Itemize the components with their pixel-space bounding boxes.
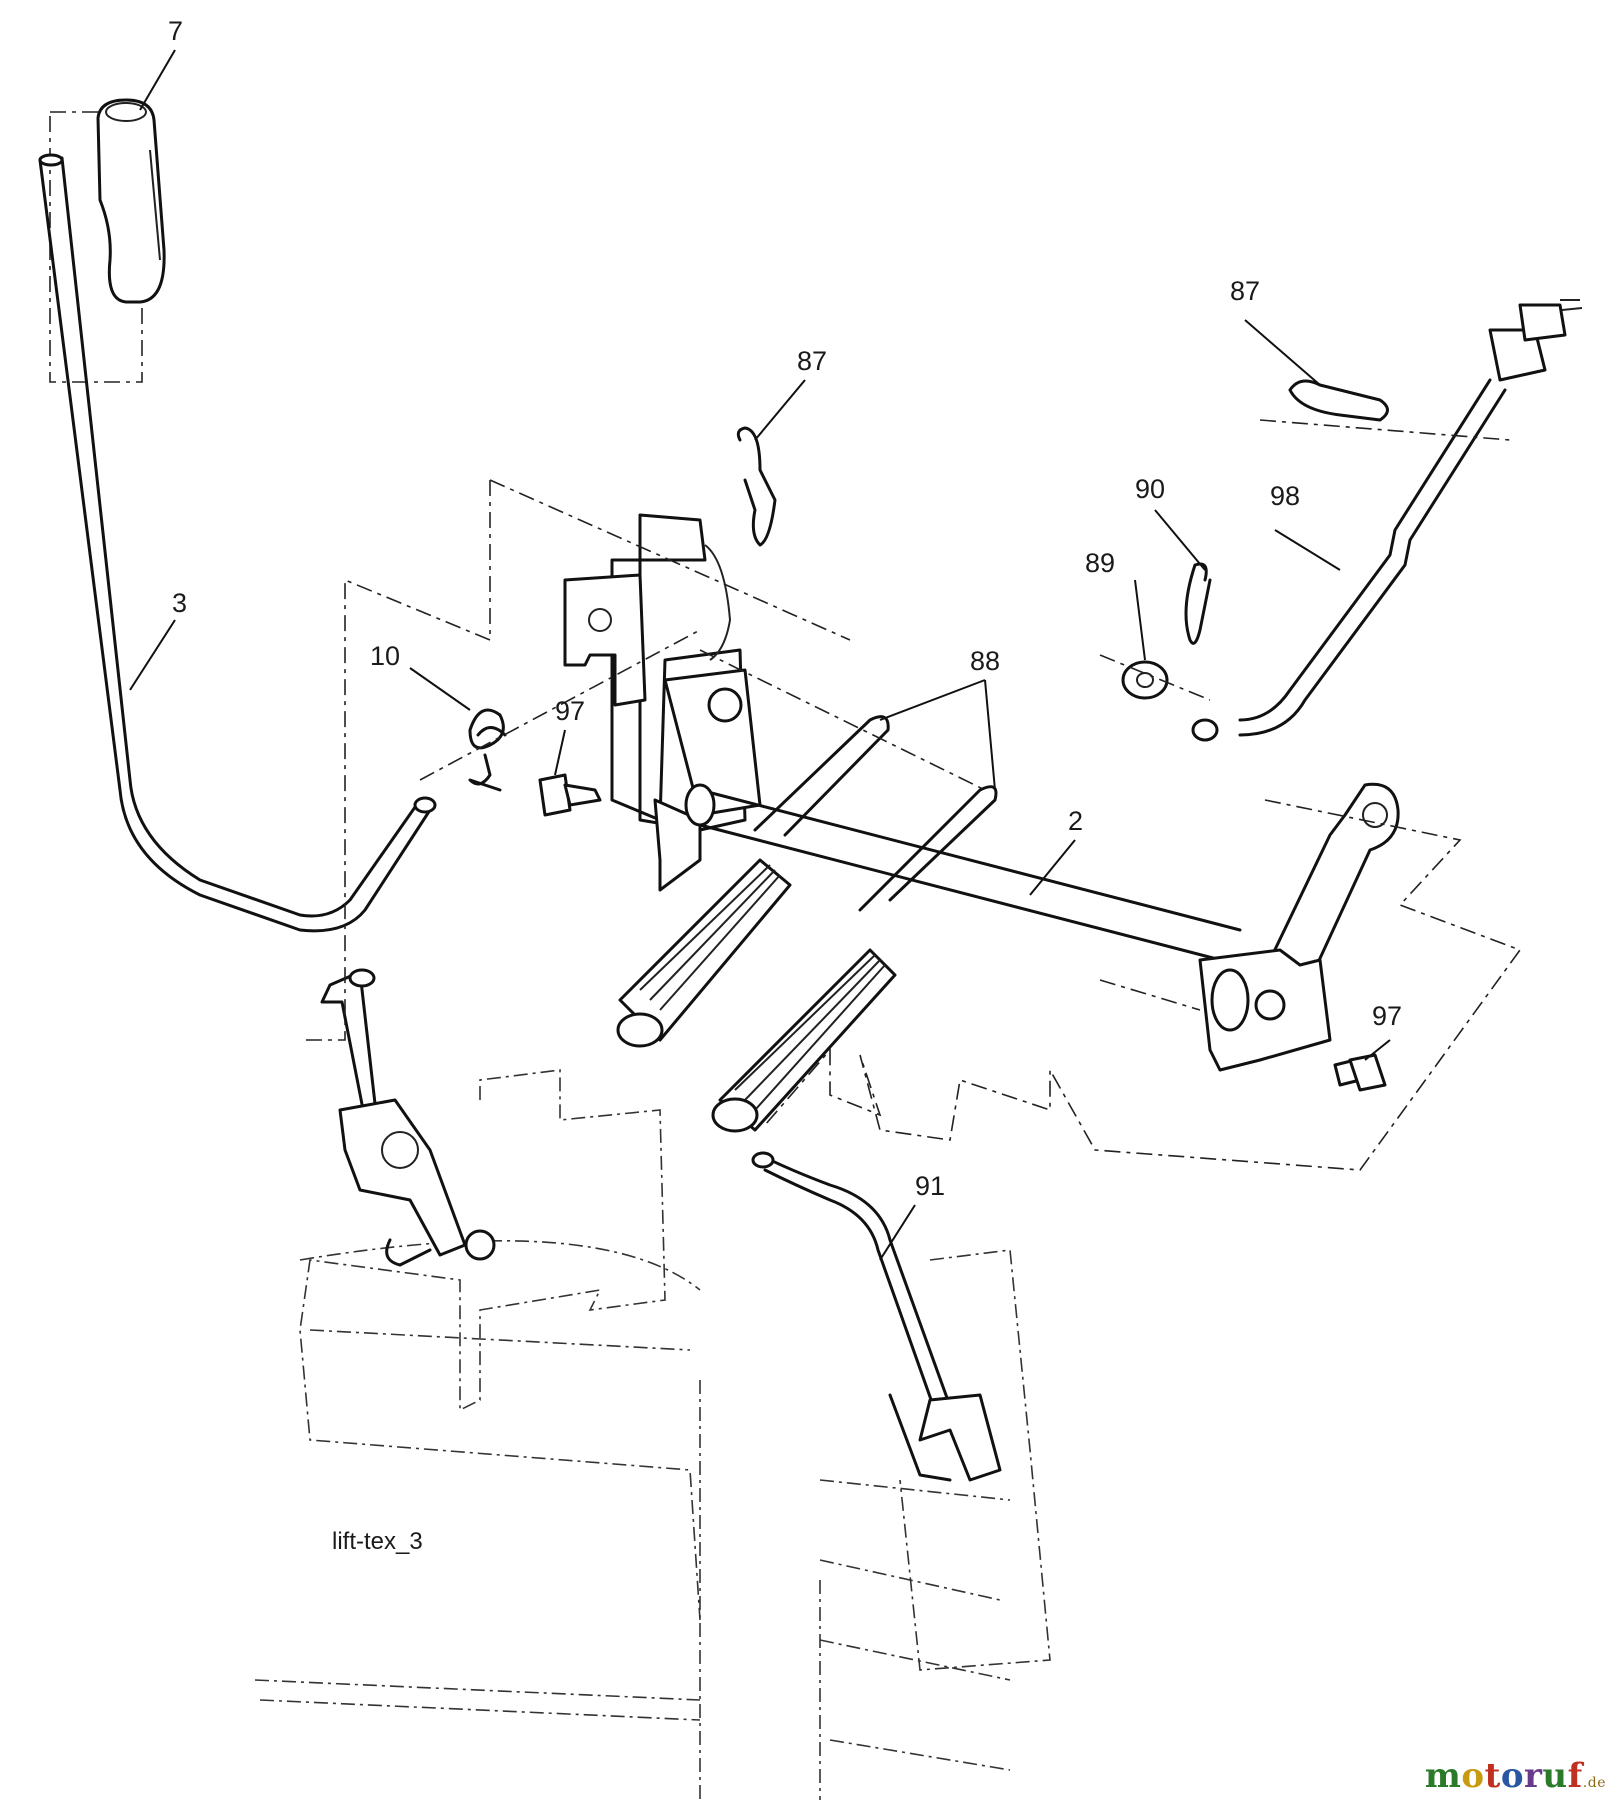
callout-91: 91	[915, 1171, 945, 1201]
watermark-letter: o	[1461, 1756, 1485, 1796]
part-10-spring	[468, 708, 507, 792]
lift-arm-right	[1198, 782, 1400, 1072]
callout-97-left: 97	[555, 696, 585, 726]
watermark-letter: t	[1484, 1756, 1501, 1796]
watermark-letter: r	[1524, 1756, 1543, 1796]
callout-87-right: 87	[1230, 276, 1260, 306]
watermark-suffix: .de	[1582, 1775, 1606, 1791]
watermark-letter: o	[1500, 1756, 1524, 1796]
part-3-lift-lever	[38, 153, 437, 933]
part-87-hairpin-right	[1288, 379, 1389, 422]
callout-90: 90	[1135, 474, 1165, 504]
part-98-rod	[1191, 299, 1583, 742]
watermark-logo: motoruf	[1425, 1756, 1583, 1796]
callout-97-right: 97	[1372, 1001, 1402, 1031]
part-88-springs	[616, 715, 998, 1133]
callout-88: 88	[970, 646, 1000, 676]
chassis-left-ghost	[254, 1069, 701, 1800]
callout-3: 3	[172, 588, 187, 618]
part-2-cross-shaft	[684, 783, 1242, 967]
callout-98: 98	[1270, 481, 1300, 511]
part-97-bolt-right	[1333, 1053, 1387, 1092]
site-watermark: motoruf.de	[1425, 1756, 1606, 1796]
lift-bracket	[563, 513, 762, 892]
assembly-lines	[305, 419, 1522, 1171]
chassis-right-ghost	[819, 1249, 1051, 1800]
callout-7: 7	[168, 16, 183, 46]
part-7-grip	[49, 98, 166, 383]
part-97-bolt-left	[538, 773, 602, 817]
left-linkage	[320, 968, 496, 1267]
watermark-letter: u	[1542, 1756, 1568, 1796]
watermark-letter: m	[1424, 1756, 1462, 1796]
leader-lines	[129, 49, 1391, 1261]
callout-10: 10	[370, 641, 400, 671]
part-89-washer	[1121, 660, 1169, 700]
part-87-hairpin-left	[736, 426, 777, 547]
callout-87-left: 87	[797, 346, 827, 376]
part-91-link-rod	[751, 1151, 1002, 1482]
callout-2: 2	[1068, 806, 1083, 836]
part-90-hairpin	[1184, 562, 1212, 645]
callout-89: 89	[1085, 548, 1115, 578]
drawing-code: lift-tex_3	[332, 1528, 423, 1555]
watermark-letter: f	[1567, 1756, 1583, 1796]
callouts: 7 3 87 87 10 97 88 90 98 89 2 97 91 lift…	[168, 16, 1402, 1555]
